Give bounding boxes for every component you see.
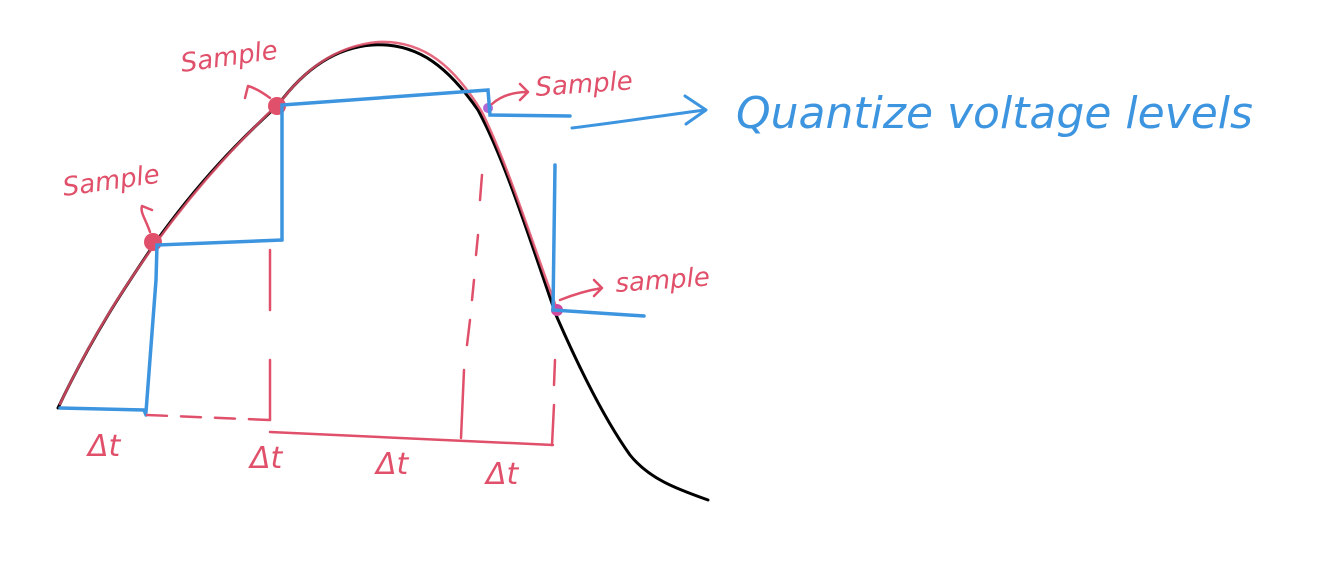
sample-label-right-bottom: sample [614,262,710,299]
dt-label-1: Δt [86,429,122,464]
sample-point-1 [144,233,162,251]
quantize-label: Quantize voltage levels [736,88,1253,139]
sampling-interval-lines [145,173,557,447]
sample-label-left: Sample [61,160,162,203]
dt-label-3: Δt [374,447,410,482]
dt-label-2: Δt [248,441,284,476]
quantization-steps [58,88,646,417]
dt-label-4: Δt [484,457,520,492]
quantize-arrow [570,94,708,130]
sample-label-top: Sample [179,36,280,79]
sampled-trace-overlay [58,40,560,406]
sample-label-right-top: Sample [534,66,633,103]
sample-arrows [140,82,604,302]
